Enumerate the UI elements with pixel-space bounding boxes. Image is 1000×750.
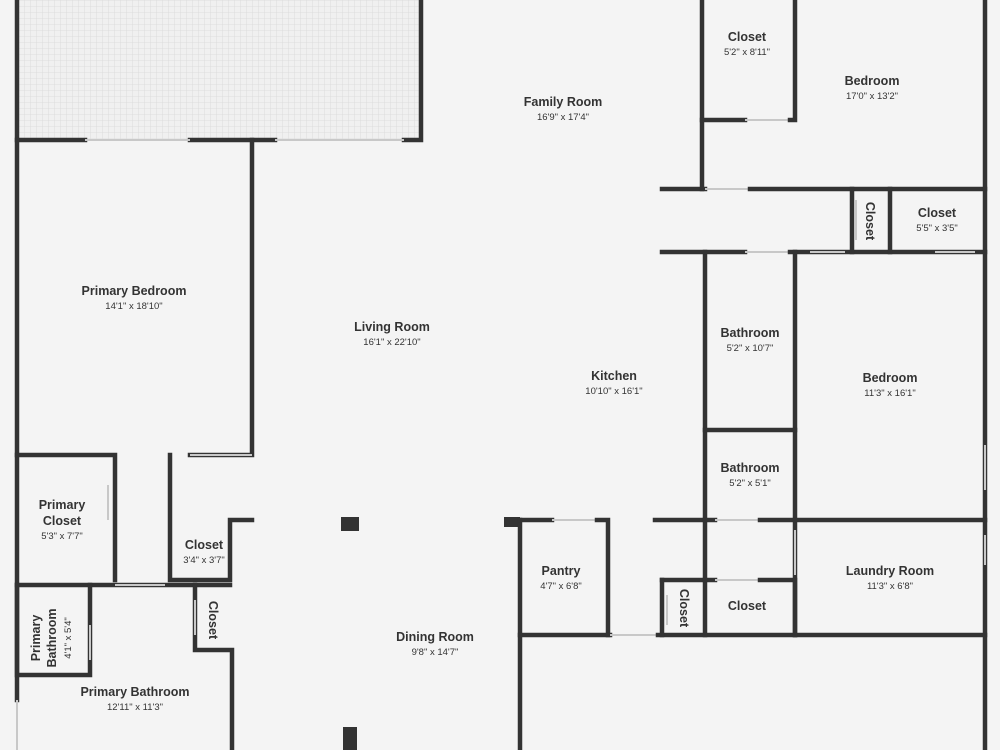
room-name-line1: Primary <box>29 615 43 662</box>
room-name: Closet <box>206 601 220 640</box>
room-dimensions: 5'2" x 8'11" <box>724 47 770 58</box>
room-kitchen: Kitchen 10'10" x 16'1" <box>585 369 642 397</box>
room-name: Closet <box>677 589 691 628</box>
room-bedroom-top: Bedroom 17'0" x 13'2" <box>845 74 900 102</box>
room-pantry: Pantry 4'7" x 6'8" <box>540 564 582 592</box>
patio <box>17 0 421 140</box>
room-name-line2: Closet <box>43 514 82 528</box>
room-name-line2: Bathroom <box>45 608 59 667</box>
room-bathroom-2: Bathroom 5'2" x 5'1" <box>720 461 779 489</box>
room-dimensions: 5'5" x 3'5" <box>916 223 958 234</box>
room-dimensions: 4'7" x 6'8" <box>540 581 582 592</box>
room-dimensions: 17'0" x 13'2" <box>846 91 898 102</box>
room-dimensions: 12'11" x 11'3" <box>107 702 163 713</box>
room-bedroom-right: Bedroom 11'3" x 16'1" <box>863 371 918 399</box>
room-name: Bedroom <box>845 74 900 88</box>
room-primary-closet: Primary Closet 5'3" x 7'7" <box>39 498 86 542</box>
room-dimensions: 14'1" x 18'10" <box>105 301 162 312</box>
room-labels: Family Room 16'9" x 17'4" Closet 5'2" x … <box>29 30 958 713</box>
room-name: Kitchen <box>591 369 637 383</box>
room-name: Closet <box>728 599 767 613</box>
room-name: Closet <box>918 206 957 220</box>
room-dimensions: 11'3" x 16'1" <box>864 388 915 399</box>
room-dining-room: Dining Room 9'8" x 14'7" <box>396 630 474 658</box>
walls <box>14 0 988 750</box>
room-name: Closet <box>863 202 877 241</box>
room-laundry-room: Laundry Room 11'3" x 6'8" <box>846 564 934 592</box>
room-dimensions: 4'1" x 5'4" <box>63 617 74 659</box>
room-closet-small-right: Closet 5'5" x 3'5" <box>916 206 958 234</box>
room-name: Primary Bathroom <box>80 685 189 699</box>
room-primary-bedroom: Primary Bedroom 14'1" x 18'10" <box>82 284 187 312</box>
room-dimensions: 5'2" x 5'1" <box>729 478 771 489</box>
room-name: Primary Bedroom <box>82 284 187 298</box>
room-closet-vertical-kitchen: Closet <box>677 589 691 628</box>
room-name: Pantry <box>542 564 581 578</box>
room-name: Bedroom <box>863 371 918 385</box>
room-primary-bathroom: Primary Bathroom 12'11" x 11'3" <box>80 685 189 713</box>
room-name: Dining Room <box>396 630 474 644</box>
room-closet-top: Closet 5'2" x 8'11" <box>724 30 770 58</box>
room-name-line1: Primary <box>39 498 86 512</box>
room-closet-kitchen: Closet <box>728 599 767 613</box>
room-name: Family Room <box>524 95 603 109</box>
room-closet-mid: Closet 3'4" x 3'7" <box>183 538 225 566</box>
room-family-room: Family Room 16'9" x 17'4" <box>524 95 603 123</box>
room-primary-bathroom-small: Primary Bathroom 4'1" x 5'4" <box>29 608 74 667</box>
room-living-room: Living Room 16'1" x 22'10" <box>354 320 430 348</box>
room-dimensions: 10'10" x 16'1" <box>585 386 642 397</box>
room-closet-vertical-pb: Closet <box>206 601 220 640</box>
room-name: Bathroom <box>720 326 779 340</box>
room-dimensions: 9'8" x 14'7" <box>412 647 459 658</box>
room-dimensions: 3'4" x 3'7" <box>183 555 225 566</box>
room-name: Living Room <box>354 320 430 334</box>
room-dimensions: 16'1" x 22'10" <box>363 337 420 348</box>
room-dimensions: 11'3" x 6'8" <box>867 581 913 592</box>
room-dimensions: 5'2" x 10'7" <box>727 343 774 354</box>
room-name: Closet <box>728 30 767 44</box>
room-name: Laundry Room <box>846 564 934 578</box>
room-name: Bathroom <box>720 461 779 475</box>
room-dimensions: 16'9" x 17'4" <box>537 112 589 123</box>
room-closet-vertical-right: Closet <box>863 202 877 241</box>
room-name: Closet <box>185 538 224 552</box>
room-bathroom-1: Bathroom 5'2" x 10'7" <box>720 326 779 354</box>
room-dimensions: 5'3" x 7'7" <box>41 531 83 542</box>
